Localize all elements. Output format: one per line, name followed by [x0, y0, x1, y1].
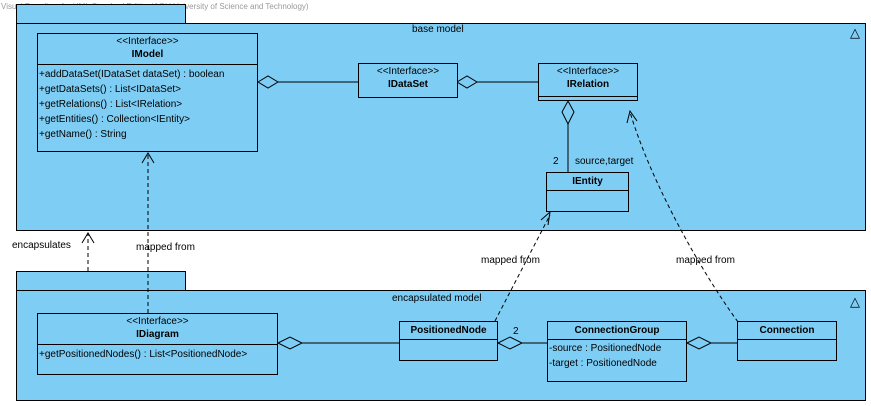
operation-item: +getEntities() : Collection<IEntity> [39, 114, 190, 125]
stereotype-label: <<Interface>> [376, 66, 440, 77]
dependency-line [494, 214, 551, 322]
class-connection[interactable]: Connection [737, 321, 837, 361]
arrowhead [540, 210, 551, 226]
aggregation-diamond [276, 336, 304, 350]
arrowhead [141, 152, 155, 164]
multiplicity-label: 2 [513, 326, 519, 337]
operation-item: +getRelations() : List<IRelation> [39, 99, 183, 110]
class-separator [400, 339, 497, 340]
operations-compartment: +addDataSet(IDataSet dataSet) : boolean … [38, 64, 257, 142]
class-name: IModel [131, 49, 164, 60]
class-name: IDataSet [387, 79, 428, 90]
encapsulates-label: encapsulates [12, 240, 71, 251]
mapped-from-label: mapped from [136, 242, 195, 253]
class-connectiongroup[interactable]: ConnectionGroup -source : PositionedNode… [547, 321, 687, 382]
class-name: ConnectionGroup [574, 325, 660, 336]
triangle-icon: △ [850, 294, 860, 309]
dependency-line [629, 111, 739, 323]
aggregation-diamond [257, 75, 279, 89]
mapped-from-label: mapped from [676, 255, 735, 266]
class-ientity[interactable]: IEntity [546, 172, 629, 212]
class-separator [539, 96, 637, 97]
multiplicity-label: 2 [553, 156, 559, 167]
operation-item: +getPositionedNodes() : List<PositionedN… [39, 349, 248, 360]
operation-item: +getDataSets() : List<IDataSet> [39, 84, 182, 95]
class-positionednode[interactable]: PositionedNode [399, 321, 498, 361]
class-imodel[interactable]: <<Interface>> IModel +addDataSet(IDataSe… [37, 33, 258, 152]
aggregation-diamond [685, 336, 713, 350]
class-separator [738, 339, 836, 340]
operation-item: +getName() : String [39, 129, 127, 140]
stereotype-label: <<Interface>> [556, 66, 620, 77]
stereotype-label: <<Interface>> [116, 36, 179, 47]
mapped-from-label: mapped from [481, 255, 540, 266]
class-name: PositionedNode [410, 325, 487, 336]
triangle-icon: △ [850, 25, 860, 40]
operation-item: +addDataSet(IDataSet dataSet) : boolean [39, 69, 225, 80]
attribute-item: -target : PositionedNode [549, 358, 657, 369]
aggregation-diamond [456, 75, 478, 89]
class-irelation[interactable]: <<Interface>> IRelation [538, 63, 638, 101]
arrowhead [81, 232, 95, 244]
class-idataset[interactable]: <<Interface>> IDataSet [358, 63, 458, 98]
class-name: Connection [759, 325, 815, 336]
stereotype-label: <<Interface>> [126, 316, 189, 327]
attribute-item: -source : PositionedNode [549, 343, 662, 354]
role-label: source,target [575, 156, 634, 167]
package-title-base: base model [412, 24, 464, 35]
package-title-encapsulated: encapsulated model [392, 293, 482, 304]
arrowhead [626, 109, 638, 124]
class-name: IDiagram [136, 329, 179, 340]
class-separator [547, 190, 628, 191]
attributes-compartment: -source : PositionedNode -target : Posit… [548, 339, 686, 371]
class-name: IEntity [572, 176, 603, 187]
aggregation-diamond [496, 336, 524, 350]
operations-compartment: +getPositionedNodes() : List<PositionedN… [38, 344, 277, 362]
class-idiagram[interactable]: <<Interface>> IDiagram +getPositionedNod… [37, 313, 278, 375]
class-name: IRelation [566, 79, 610, 90]
aggregation-diamond [561, 99, 575, 126]
